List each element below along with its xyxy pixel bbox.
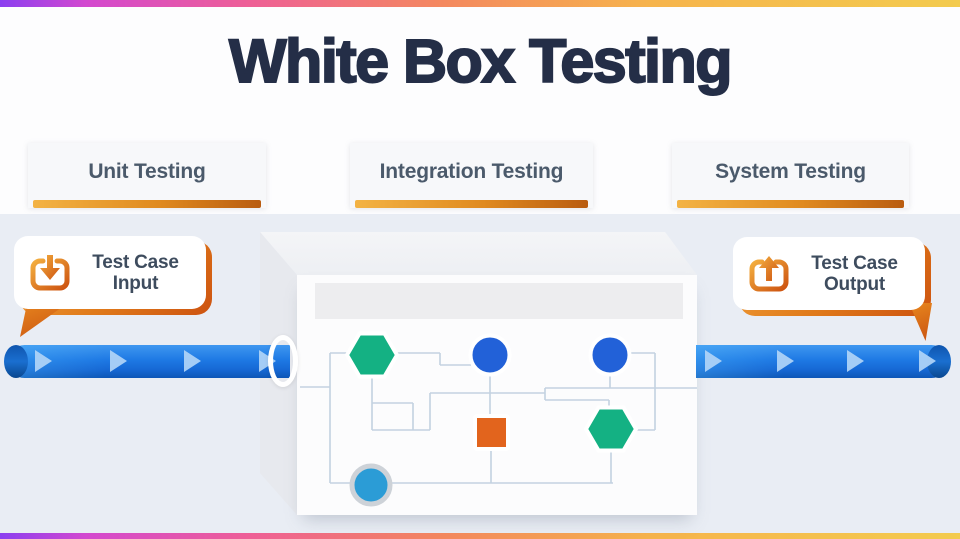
output-pipe xyxy=(696,345,951,378)
callout-line1: Test Case xyxy=(811,252,898,274)
callout-bubble: Test Case Input xyxy=(14,236,206,309)
pipe-entry-ring xyxy=(268,335,298,387)
stage-underline xyxy=(355,200,588,208)
stage-integration-testing: Integration Testing xyxy=(350,143,593,208)
top-gradient-bar xyxy=(0,0,960,7)
download-tray-icon xyxy=(30,254,70,290)
stage-system-testing: System Testing xyxy=(672,143,909,208)
stage-underline xyxy=(33,200,261,208)
flow-arrow-icon xyxy=(110,350,127,372)
stage-label: Integration Testing xyxy=(379,159,564,183)
callout-line2: Input xyxy=(112,272,159,294)
stage-underline xyxy=(677,200,904,208)
stage-label: Unit Testing xyxy=(88,159,206,183)
pipe-end-cap xyxy=(4,345,28,378)
flow-arrow-icon xyxy=(847,350,864,372)
internal-flowchart xyxy=(300,331,697,507)
test-case-input-callout: Test Case Input xyxy=(14,236,224,344)
orange-square-node xyxy=(473,414,510,451)
stage-unit-testing: Unit Testing xyxy=(28,143,266,208)
page-title: White Box Testing xyxy=(228,26,734,96)
blue-circle-node xyxy=(468,333,512,377)
callout-text: Test Case Input xyxy=(73,252,206,294)
callout-bubble: Test Case Output xyxy=(733,237,925,310)
green-hexagon-node xyxy=(583,405,639,453)
blue-circle-node xyxy=(588,333,632,377)
whitebox-header-strip xyxy=(315,283,683,319)
flow-arrow-icon xyxy=(35,350,52,372)
flow-arrow-icon xyxy=(705,350,722,372)
flow-arrow-icon xyxy=(919,350,936,372)
input-pipe xyxy=(4,345,290,378)
callout-line2: Output xyxy=(823,273,886,295)
connector-lines xyxy=(300,352,697,484)
stage-label: System Testing xyxy=(715,159,866,183)
whitebox-top-face xyxy=(260,232,697,275)
whitebox-front-face xyxy=(297,275,697,515)
green-hexagon-node xyxy=(344,331,400,379)
bottom-gradient-bar xyxy=(0,533,960,539)
flow-arrow-icon xyxy=(184,350,201,372)
flow-arrow-icon xyxy=(777,350,794,372)
light-blue-circle-node xyxy=(349,463,393,507)
callout-line1: Test Case xyxy=(92,251,179,273)
callout-text: Test Case Output xyxy=(792,253,925,295)
test-case-output-callout: Test Case Output xyxy=(733,237,943,345)
upload-tray-icon xyxy=(749,255,789,291)
